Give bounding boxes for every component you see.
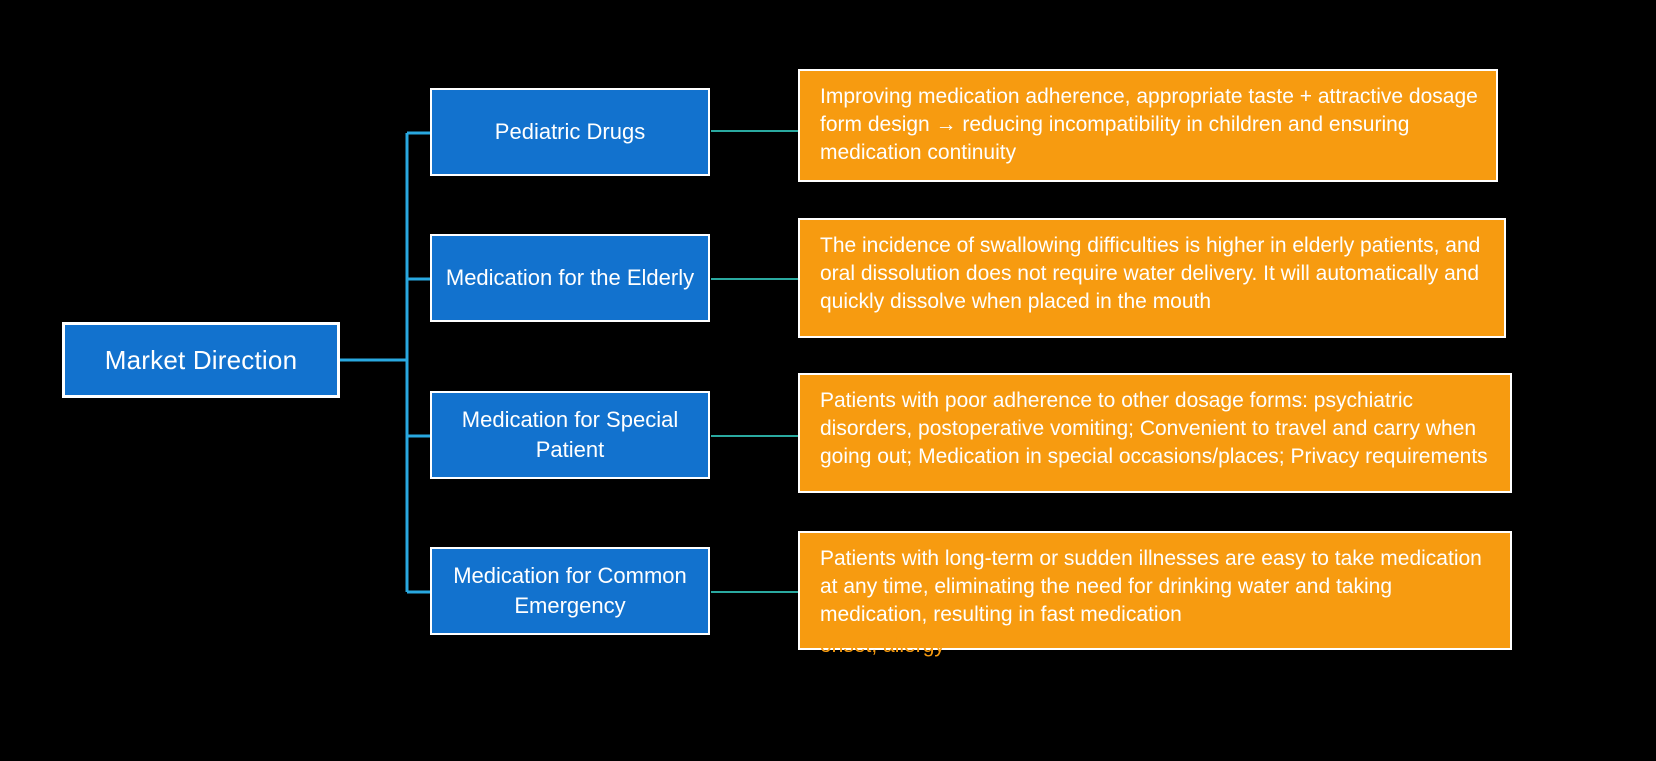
root-node-market-direction[interactable]: Market Direction <box>62 322 340 398</box>
branch-node-medication-for-special-patient[interactable]: Medication for Special Patient <box>430 391 710 479</box>
detail-panel-text: The incidence of swallowing difficulties… <box>820 234 1481 314</box>
root-node-label: Market Direction <box>104 344 298 375</box>
branch-node-label: Pediatric Drugs <box>494 119 646 145</box>
detail-panel-text: Patients with long-term or sudden illnes… <box>820 547 1482 627</box>
branch-node-label: Medication for Common Emergency <box>453 563 687 618</box>
branch-node-medication-for-the-elderly[interactable]: Medication for the Elderly <box>430 234 710 322</box>
detail-panel-text-clip: The incidence of swallowing difficulties… <box>800 220 1504 336</box>
branch-node-medication-for-common-emergency[interactable]: Medication for Common Emergency <box>430 547 710 635</box>
detail-panel-text: Improving medication adherence, appropri… <box>820 85 1478 165</box>
branch-node-pediatric-drugs[interactable]: Pediatric Drugs <box>430 88 710 176</box>
detail-panel-text-clip: Patients with poor adherence to other do… <box>800 375 1510 491</box>
detail-panel-pediatric-drugs[interactable]: Improving medication adherence, appropri… <box>798 69 1498 182</box>
branch-node-label: Medication for Special Patient <box>461 407 679 462</box>
branch-node-label: Medication for the Elderly <box>445 265 695 291</box>
detail-panel-medication-for-the-elderly[interactable]: The incidence of swallowing difficulties… <box>798 218 1506 338</box>
detail-panel-medication-for-common-emergency[interactable]: Patients with long-term or sudden illnes… <box>798 531 1512 657</box>
detail-panel-overflow-text: onset; allergy <box>820 634 945 657</box>
detail-panel-text-clip: Improving medication adherence, appropri… <box>800 71 1496 180</box>
detail-panel-text-clip: Patients with long-term or sudden illnes… <box>800 533 1510 648</box>
detail-panel-text: Patients with poor adherence to other do… <box>820 389 1488 469</box>
detail-panel-medication-for-special-patient[interactable]: Patients with poor adherence to other do… <box>798 373 1512 493</box>
